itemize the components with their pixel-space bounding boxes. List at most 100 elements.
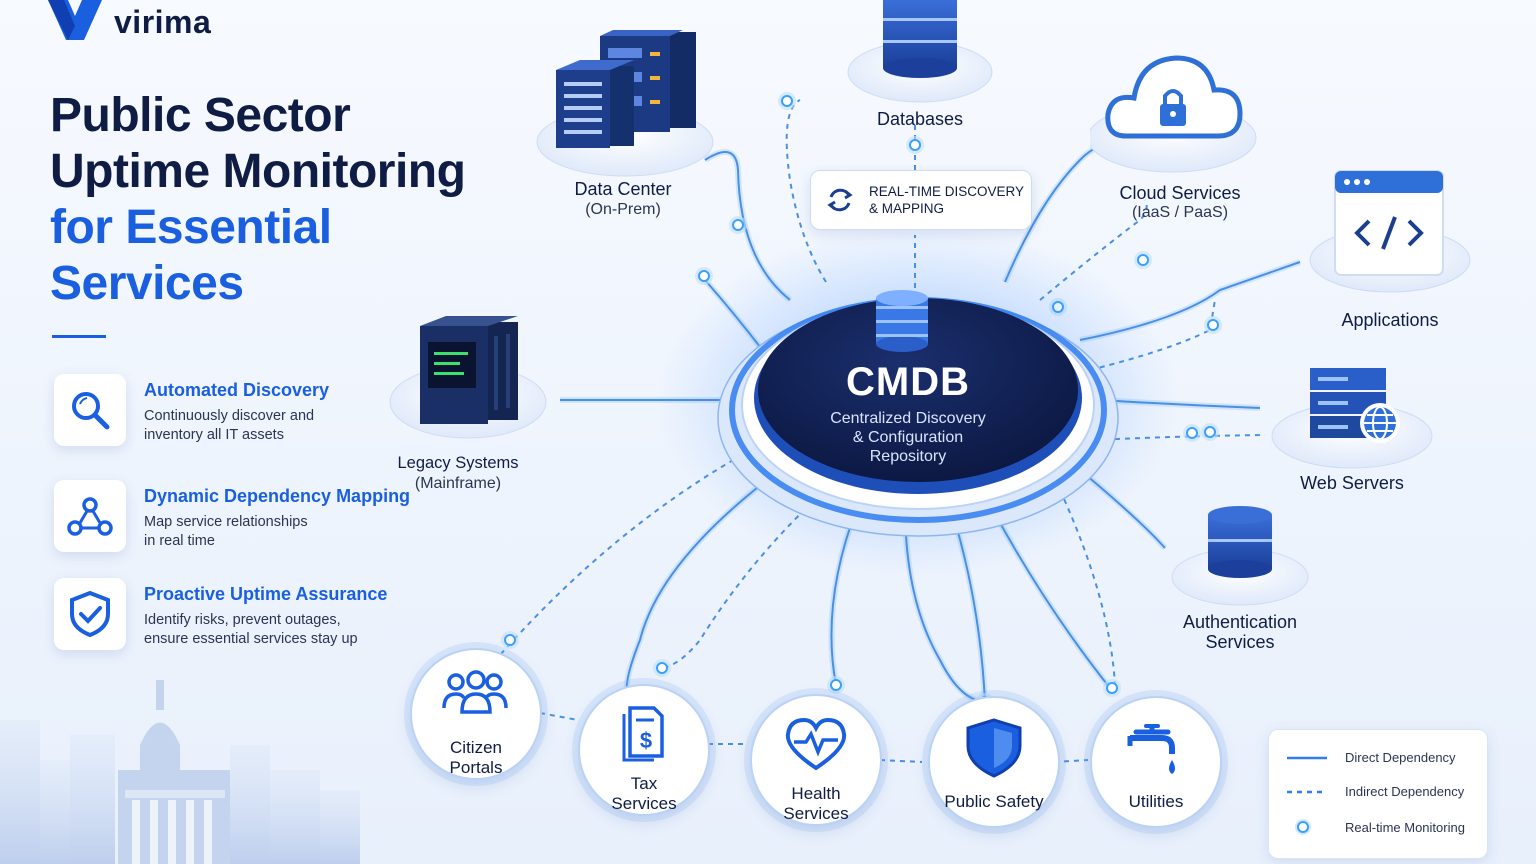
node-label: Legacy Systems (397, 454, 519, 472)
faucet-icon (1127, 724, 1175, 774)
node-authentication-services: Authentication Services (1170, 505, 1310, 655)
monitoring-dot (1106, 682, 1118, 694)
monitoring-dot (909, 139, 921, 151)
shield-icon (966, 718, 1022, 778)
legend-label: Direct Dependency (1345, 750, 1456, 765)
node-sublabel: (Mainframe) (414, 475, 502, 492)
node-web-servers: Web Servers (1270, 360, 1434, 500)
title-line2: Uptime Monitoring (50, 145, 466, 198)
page-title: Public Sector Uptime Monitoring for Esse… (50, 88, 510, 312)
badge-line2: & MAPPING (869, 201, 945, 216)
brand-logo: virima (46, 0, 211, 44)
cmdb-subtitle-line1: Centralized Discovery (830, 410, 986, 427)
legend-direct: Direct Dependency (1287, 750, 1456, 765)
feature-uptime-assurance: Proactive Uptime Assurance Identify risk… (54, 578, 474, 652)
line-to-utilities-indirect (1059, 489, 1116, 686)
realtime-discovery-badge: REAL-TIME DISCOVERY & MAPPING (810, 170, 1032, 230)
legend-monitoring: Real-time Monitoring (1287, 818, 1465, 836)
line-to-cloud-indirect (1039, 199, 1148, 301)
feature-icon-box (54, 578, 126, 650)
node-label: Databases (876, 109, 964, 129)
service-label: Citizen (450, 738, 502, 757)
service-label-line2: Services (783, 804, 849, 823)
feature-description: Continuously discover and inventory all … (144, 407, 374, 445)
line-to-tax-indirect (661, 494, 821, 669)
monitoring-dot-swatch (1295, 819, 1311, 835)
node-applications: Applications (1305, 165, 1475, 335)
service-node: Utilities (1090, 696, 1222, 828)
line-to-applications-indirect (1089, 299, 1216, 371)
service-label-line2: Portals (449, 758, 503, 777)
node-label: Applications (1341, 310, 1439, 330)
node-label-line2: Services (1205, 632, 1275, 652)
search-icon (72, 392, 110, 430)
brand-name: virima (114, 3, 212, 40)
service-node: $ Tax Services (578, 684, 710, 816)
feature-description: Map service relationships in real time (144, 513, 374, 551)
monitoring-dot (1137, 254, 1149, 266)
feature-desc-line2: in real time (144, 533, 215, 549)
title-line1: Public Sector (50, 89, 351, 142)
legend-indirect: Indirect Dependency (1287, 784, 1464, 799)
node-cloud-services: Cloud Services (IaaS / PaaS) (1090, 40, 1270, 230)
monitoring-dot (1204, 426, 1216, 438)
feature-dependency-mapping: Dynamic Dependency Mapping Map service r… (54, 480, 474, 554)
legend-label: Real-time Monitoring (1345, 819, 1465, 835)
service-node: Citizen Portals (410, 648, 542, 780)
monitoring-dot (830, 679, 842, 691)
heart-pulse-icon (785, 717, 847, 771)
mainframe-icon (389, 316, 547, 439)
monitoring-dot (656, 662, 668, 674)
feature-description: Identify risks, prevent outages, ensure … (144, 611, 374, 649)
link-citizen-tax (539, 712, 579, 721)
feature-desc-line2: ensure essential services stay up (144, 631, 358, 647)
monitoring-dot (1207, 319, 1219, 331)
monitoring-dot (1186, 427, 1198, 439)
monitoring-dot (698, 270, 710, 282)
node-data-center: Data Center (On-Prem) (530, 30, 720, 230)
monitoring-dot (732, 219, 744, 231)
cmdb-hub (658, 225, 1178, 575)
database-icon (1171, 506, 1309, 606)
database-icon (876, 290, 928, 352)
people-icon (442, 670, 508, 714)
title-line3: for Essential (50, 201, 332, 254)
service-node: Public Safety (928, 696, 1060, 828)
title-divider (52, 335, 106, 338)
feature-automated-discovery: Automated Discovery Continuously discove… (54, 374, 474, 448)
cmdb-subtitle-line3: Repository (869, 448, 947, 465)
service-label: Utilities (1128, 792, 1184, 811)
node-sublabel: (On-Prem) (585, 201, 661, 218)
service-label: Tax (630, 774, 658, 793)
server-rack-icon (536, 30, 714, 177)
feature-desc-line1: Continuously discover and (144, 408, 315, 424)
link-health-safety (879, 759, 923, 763)
service-label: Health (791, 784, 841, 803)
dashed-line-swatch (1287, 790, 1327, 793)
code-window-icon (1309, 170, 1471, 293)
svg-text:$: $ (640, 728, 652, 753)
legend-label: Indirect Dependency (1345, 784, 1465, 799)
cmdb-title: CMDB (846, 360, 970, 404)
virima-logo-icon (48, 0, 102, 40)
monitoring-dot (781, 95, 793, 107)
solid-line-swatch (1287, 756, 1327, 759)
network-nodes-icon (67, 497, 113, 536)
badge-line1: REAL-TIME DISCOVERY (869, 184, 1025, 199)
shield-check-icon (70, 590, 110, 638)
feature-title: Automated Discovery (144, 380, 330, 400)
service-label-line2: Services (611, 794, 677, 813)
node-label: Cloud Services (1119, 183, 1241, 203)
node-label: Data Center (574, 179, 672, 199)
cmdb-subtitle-line2: & Configuration (852, 429, 964, 446)
feature-title: Proactive Uptime Assurance (144, 584, 388, 604)
legend: Direct Dependency Indirect Dependency Re… (1268, 729, 1488, 859)
monitoring-dot (504, 634, 516, 646)
city-skyline-illustration (0, 680, 360, 864)
feature-icon-box (54, 480, 126, 552)
cloud-lock-icon (1090, 55, 1257, 173)
service-label: Public Safety (944, 792, 1044, 811)
feature-desc-line1: Identify risks, prevent outages, (144, 612, 341, 628)
